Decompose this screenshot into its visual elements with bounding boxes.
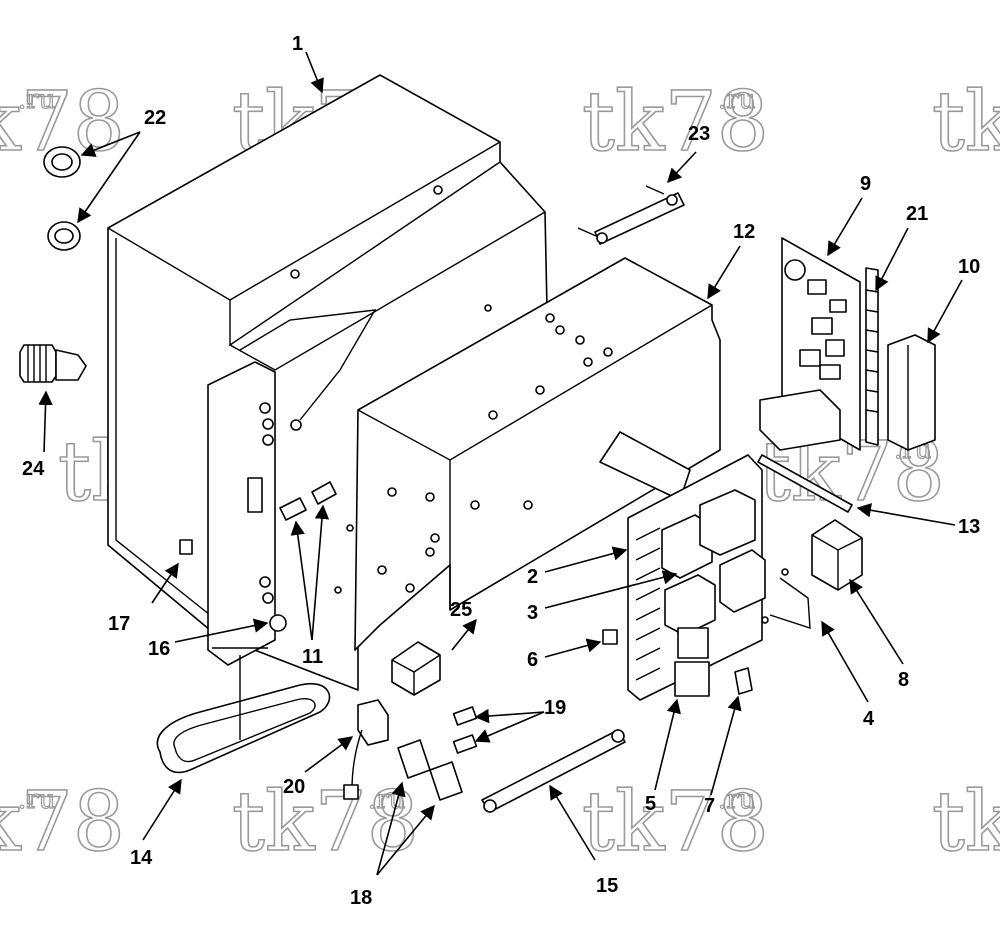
part-cable-gland	[19, 344, 87, 383]
callout-21: 21	[906, 203, 928, 225]
part-clip-6	[602, 629, 618, 645]
svg-text:tk78: tk78	[582, 775, 769, 870]
watermark: tk78	[931, 74, 1000, 171]
watermark: tk78.ru	[581, 74, 770, 171]
callout-14: 14	[130, 847, 153, 869]
watermark: tk78.ru	[581, 774, 770, 871]
callout-18: 18	[350, 887, 372, 909]
part-knob-16	[269, 614, 287, 632]
callout-22: 22	[144, 107, 166, 129]
watermark: tk78.ru	[231, 774, 420, 871]
svg-text:.ru: .ru	[718, 85, 755, 115]
callout-23: 23	[688, 123, 710, 145]
callout-19: 19	[544, 697, 566, 719]
part-relay	[391, 641, 441, 696]
part-control-board	[759, 237, 861, 451]
part-rod	[757, 454, 853, 513]
callout-15: 15	[596, 875, 618, 897]
part-wire	[761, 568, 811, 629]
callout-6: 6	[527, 649, 538, 671]
callout-8: 8	[898, 669, 909, 691]
svg-text:tk78: tk78	[232, 775, 419, 870]
watermark: tk78	[931, 774, 1000, 871]
svg-text:.ru: .ru	[718, 785, 755, 815]
svg-text:.ru: .ru	[18, 785, 55, 815]
part-connectors	[397, 739, 463, 801]
callout-1: 1	[292, 33, 303, 55]
part-bus-bar	[577, 185, 685, 245]
callout-11: 11	[302, 646, 323, 668]
part-bracket	[887, 334, 936, 451]
part-gasket	[156, 682, 331, 774]
part-sensor	[343, 699, 389, 800]
callout-5: 5	[645, 793, 656, 815]
callout-7: 7	[704, 795, 715, 817]
callout-4: 4	[863, 708, 875, 730]
part-chassis	[354, 257, 721, 651]
callout-labels: 1 22 23 9 21 12 10 24 13 2 3 17 25 16 11…	[22, 33, 980, 909]
callout-25: 25	[450, 599, 472, 621]
svg-text:tk78: tk78	[932, 775, 1000, 870]
callout-24: 24	[22, 458, 45, 480]
part-cover-block	[811, 519, 863, 591]
part-relay-board	[627, 454, 766, 701]
callout-20: 20	[283, 776, 305, 798]
callout-13: 13	[958, 516, 980, 538]
part-grommets	[43, 146, 81, 251]
callout-16: 16	[148, 638, 170, 660]
part-clip-17	[179, 539, 193, 555]
part-terminal-strip	[865, 267, 879, 446]
leader-lines	[38, 51, 963, 876]
svg-text:tk78: tk78	[582, 75, 769, 170]
part-terminal-lugs	[279, 481, 337, 521]
callout-17: 17	[108, 613, 130, 635]
callout-2: 2	[527, 566, 538, 588]
part-enclosure	[107, 74, 549, 691]
callout-9: 9	[860, 173, 871, 195]
svg-text:tk78: tk78	[0, 775, 125, 870]
callout-12: 12	[733, 221, 755, 243]
part-mounting-rail	[481, 729, 626, 813]
svg-text:tk78: tk78	[932, 75, 1000, 170]
callout-3: 3	[527, 602, 538, 624]
part-clip-7	[734, 667, 753, 695]
part-screws	[452, 706, 478, 754]
callout-10: 10	[958, 256, 980, 278]
svg-text:.ru: .ru	[18, 85, 55, 115]
watermark: tk78.ru	[0, 774, 126, 871]
